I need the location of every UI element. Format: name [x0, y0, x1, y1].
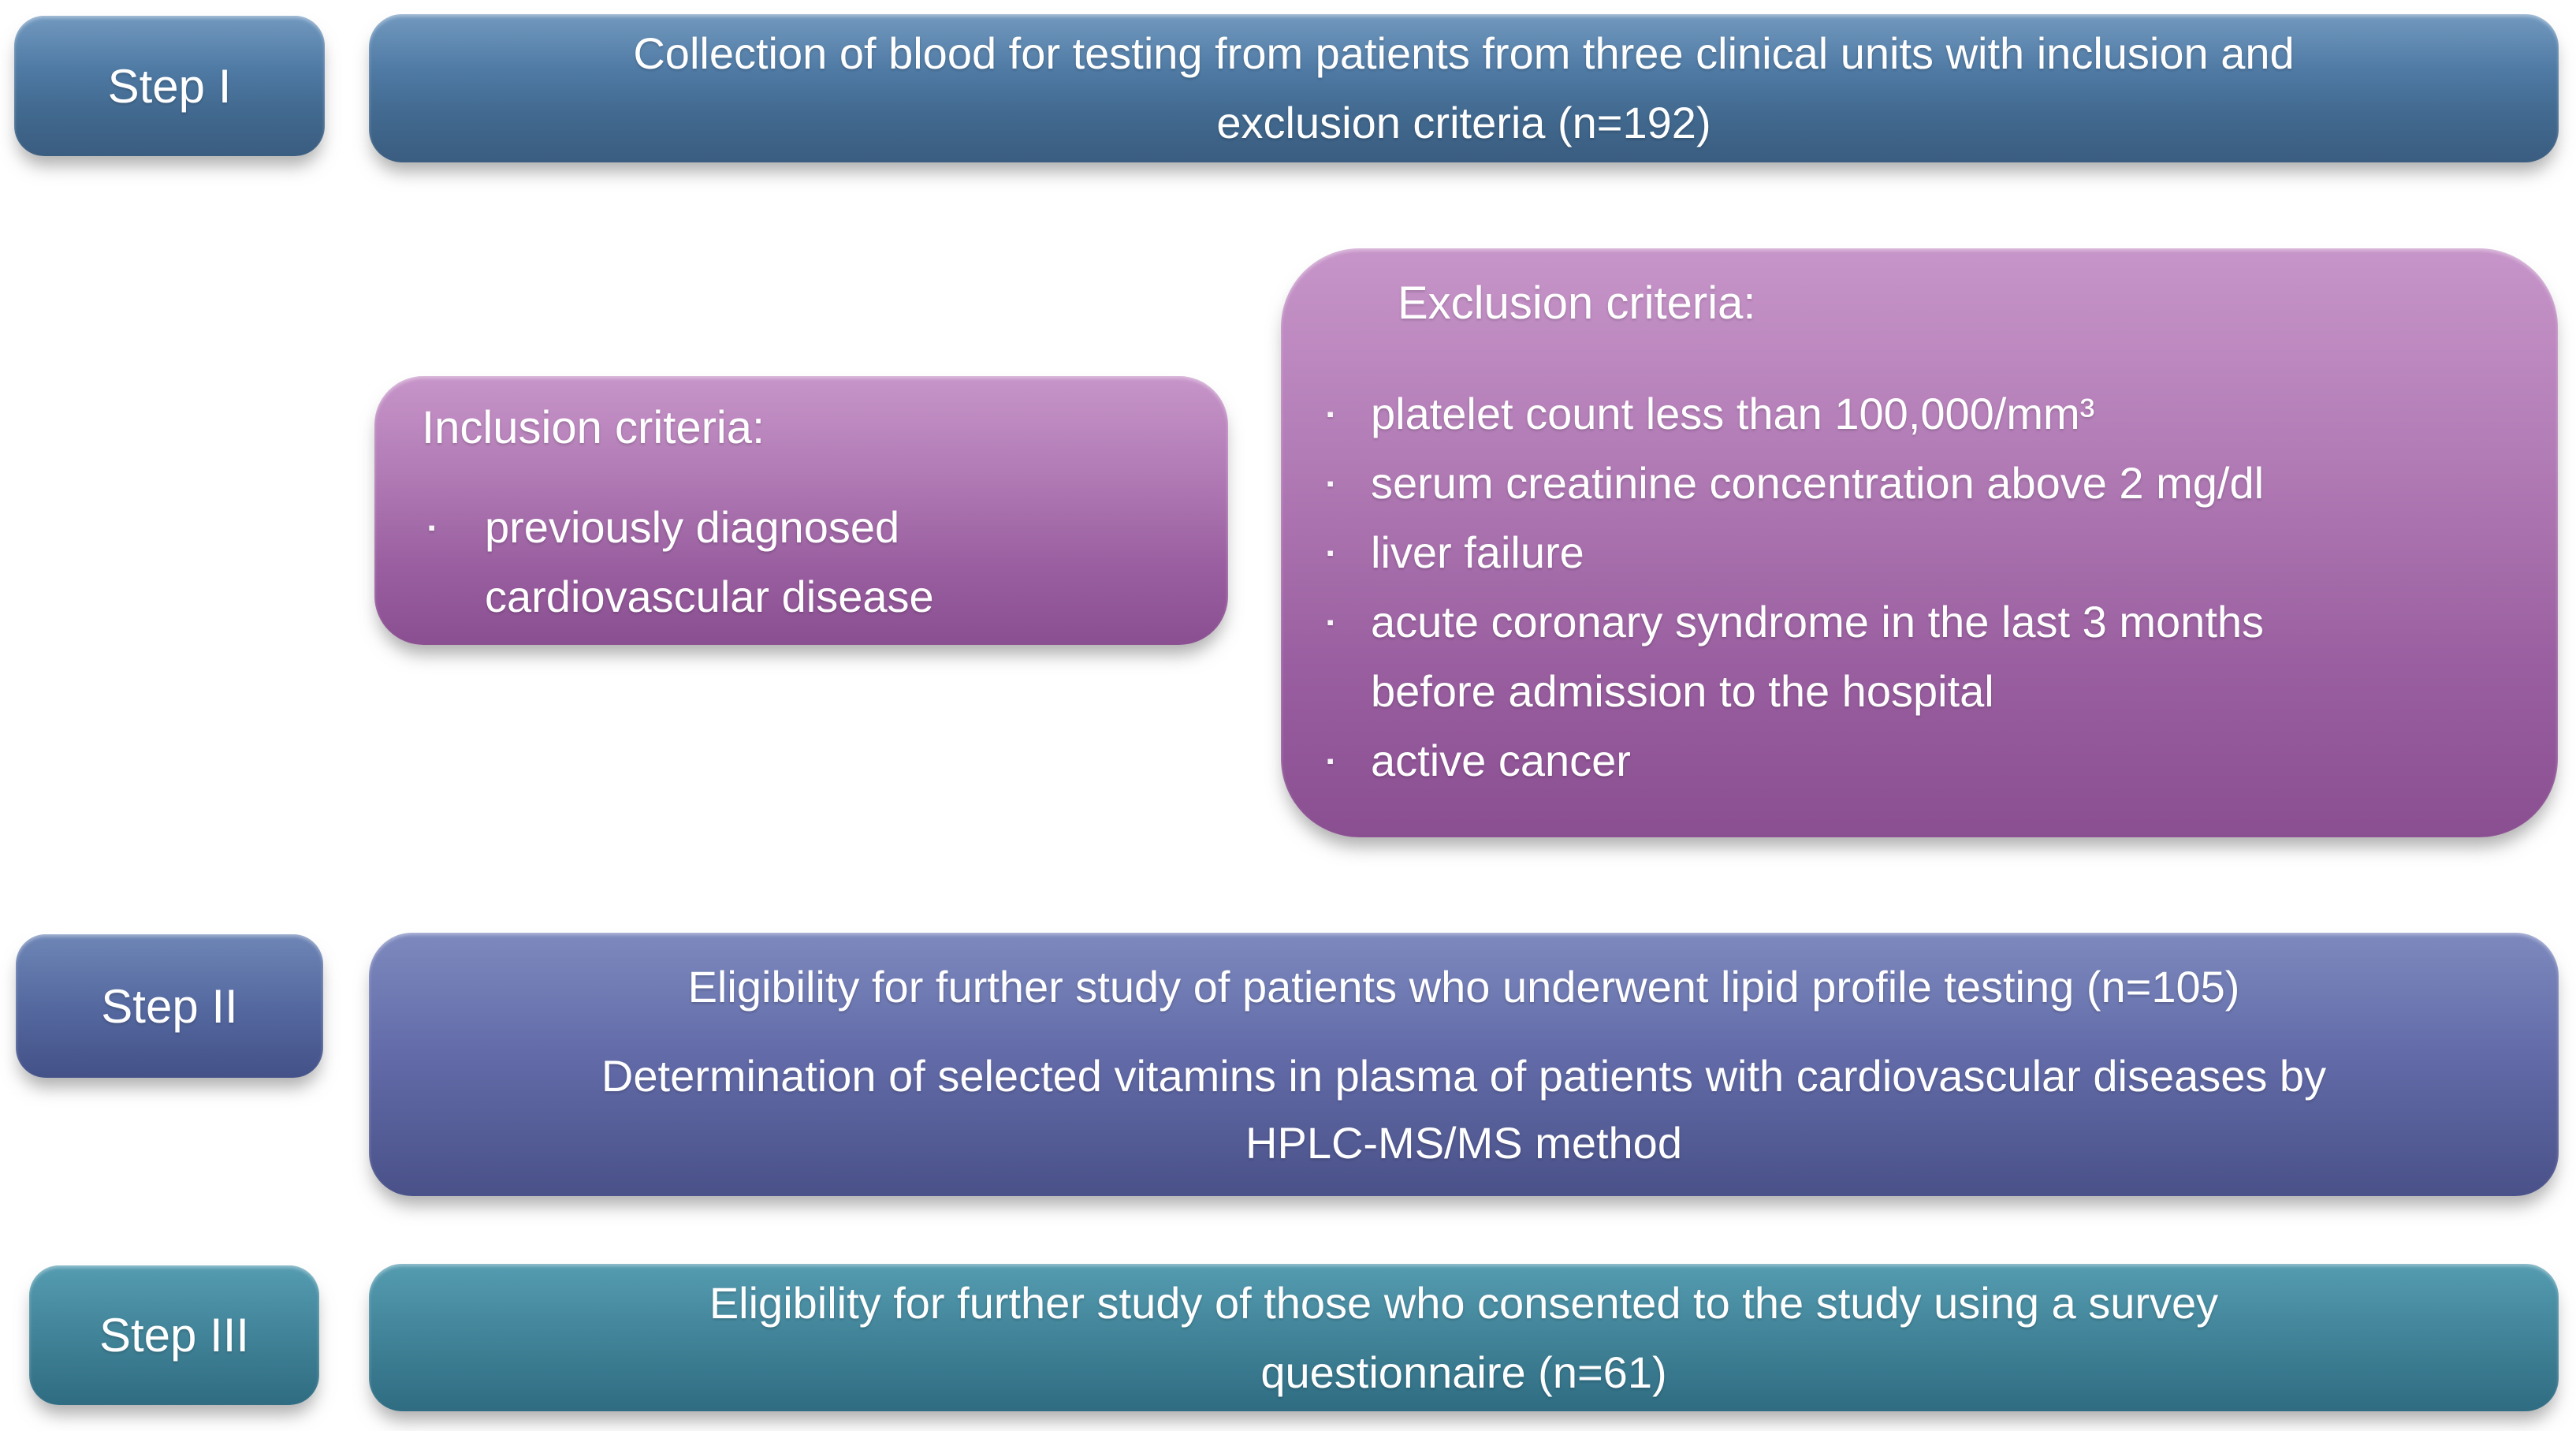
list-item: ▪ acute coronary syndrome in the last 3 … — [1281, 587, 2518, 726]
exclusion-item-line: active cancer — [1371, 736, 1631, 785]
step1-description-bar: Collection of blood for testing from pat… — [369, 14, 2559, 162]
step1-description-line: exclusion criteria (n=192) — [1216, 98, 1711, 147]
exclusion-item-line: platelet count less than 100,000/mm³ — [1371, 389, 2095, 438]
step3-description-line: Eligibility for further study of those w… — [709, 1277, 2219, 1328]
step2-description-bar: Eligibility for further study of patient… — [369, 933, 2559, 1196]
list-item: ▪ serum creatinine concentration above 2… — [1281, 449, 2518, 518]
list-item: ▪ previously diagnosed cardiovascular di… — [374, 493, 1197, 632]
step3-description-bar: Eligibility for further study of those w… — [369, 1264, 2559, 1411]
bullet-icon: ▪ — [1327, 471, 1335, 495]
inclusion-criteria-box: Inclusion criteria: ▪ previously diagnos… — [374, 376, 1228, 645]
exclusion-list: ▪ platelet count less than 100,000/mm³ ▪… — [1281, 379, 2518, 796]
inclusion-item-line: previously diagnosed — [485, 502, 900, 552]
step2-label-box: Step II — [16, 934, 323, 1078]
bullet-icon: ▪ — [1327, 749, 1335, 773]
inclusion-list: ▪ previously diagnosed cardiovascular di… — [374, 493, 1197, 632]
bullet-icon: ▪ — [1327, 402, 1335, 426]
exclusion-criteria-box: Exclusion criteria: ▪ platelet count les… — [1281, 248, 2558, 837]
exclusion-item-line: serum creatinine concentration above 2 m… — [1371, 458, 2265, 508]
list-item: ▪ liver failure — [1281, 518, 2518, 587]
step1-label-box: Step I — [14, 16, 325, 156]
bullet-icon: ▪ — [1327, 610, 1335, 634]
exclusion-heading: Exclusion criteria: — [1398, 278, 1756, 329]
exclusion-item-line: liver failure — [1371, 527, 1584, 577]
list-item: ▪ active cancer — [1281, 726, 2518, 796]
step1-description-line: Collection of blood for testing from pat… — [633, 28, 2295, 78]
step3-description-line: questionnaire (n=61) — [1260, 1347, 1667, 1397]
step2-description-line: Determination of selected vitamins in pl… — [601, 1051, 2327, 1101]
step2-description-line: HPLC-MS/MS method — [1245, 1118, 1682, 1168]
inclusion-item-line: cardiovascular disease — [485, 572, 934, 621]
step2-label-text: Step II — [101, 979, 238, 1033]
list-item: ▪ platelet count less than 100,000/mm³ — [1281, 379, 2518, 449]
bullet-icon: ▪ — [428, 516, 436, 539]
exclusion-item-line: acute coronary syndrome in the last 3 mo… — [1371, 597, 2265, 647]
step3-label-box: Step III — [29, 1265, 319, 1405]
exclusion-item-line: before admission to the hospital — [1371, 666, 1994, 716]
bullet-icon: ▪ — [1327, 541, 1335, 565]
inclusion-heading: Inclusion criteria: — [422, 402, 765, 453]
step2-description-line: Eligibility for further study of patient… — [687, 962, 2240, 1012]
step1-label-text: Step I — [107, 59, 232, 113]
step3-label-text: Step III — [99, 1309, 250, 1362]
